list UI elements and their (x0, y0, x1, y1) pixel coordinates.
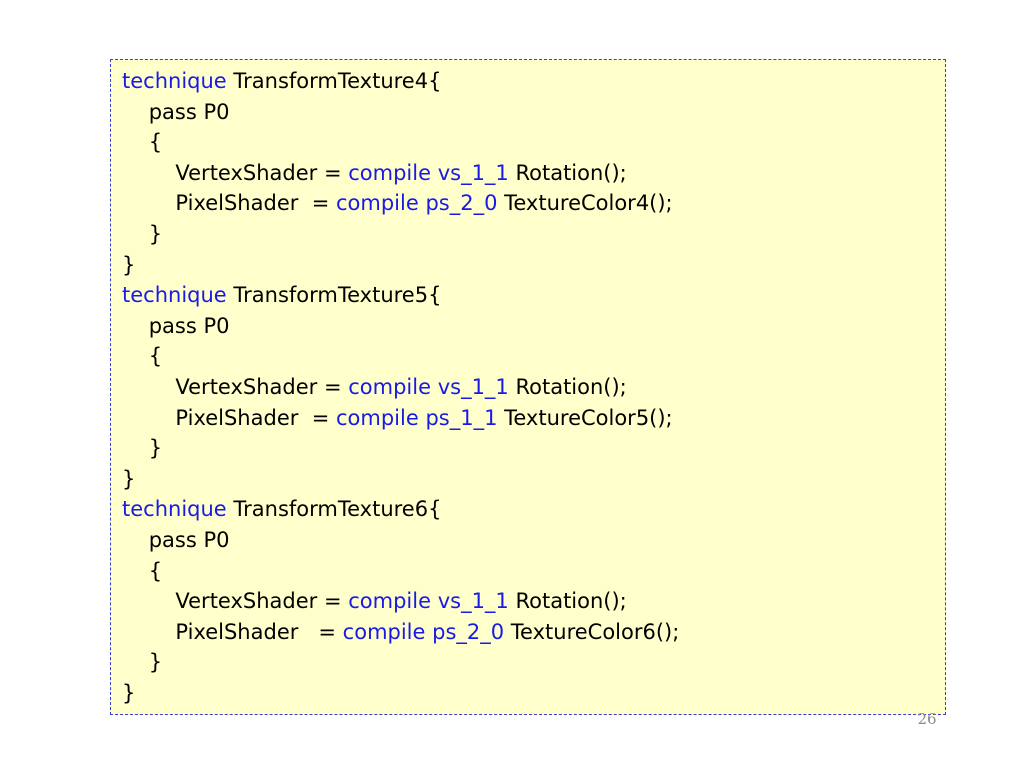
code-text: Rotation(); (508, 374, 627, 399)
code-text: PixelShader = (122, 191, 336, 216)
code-line: { (122, 341, 945, 372)
code-line: } (122, 219, 945, 250)
code-text: TransformTexture6{ (226, 497, 442, 522)
code-text: PixelShader = (122, 405, 336, 430)
code-text: } (122, 221, 163, 246)
code-line: } (122, 464, 945, 495)
code-line: technique TransformTexture4{ (122, 66, 945, 97)
code-text: pass P0 (122, 527, 230, 552)
code-line: PixelShader = compile ps_2_0 TextureColo… (122, 617, 945, 648)
code-line: technique TransformTexture6{ (122, 494, 945, 525)
code-text: } (122, 680, 136, 705)
code-text: TransformTexture4{ (226, 69, 442, 93)
code-text: pass P0 (122, 313, 230, 338)
code-line: } (122, 433, 945, 464)
code-line: pass P0 (122, 97, 945, 128)
code-text: pass P0 (122, 99, 230, 124)
code-text: TextureColor6(); (504, 619, 680, 644)
code-line: { (122, 127, 945, 158)
code-keyword: compile vs_1_1 (348, 589, 509, 614)
code-text: PixelShader = (122, 619, 343, 644)
code-text: } (122, 252, 136, 277)
code-text: Rotation(); (508, 160, 627, 185)
code-text: } (122, 650, 163, 675)
code-text: { (122, 558, 163, 583)
code-text: { (122, 130, 163, 155)
code-line: } (122, 678, 945, 709)
code-line: PixelShader = compile ps_1_1 TextureColo… (122, 403, 945, 434)
code-line: pass P0 (122, 311, 945, 342)
code-text: { (122, 344, 163, 369)
code-keyword: technique (122, 69, 227, 93)
code-line: { (122, 556, 945, 587)
code-line: } (122, 647, 945, 678)
code-text: TransformTexture5{ (226, 283, 442, 308)
code-line: VertexShader = compile vs_1_1 Rotation()… (122, 586, 945, 617)
code-text: TextureColor4(); (497, 191, 673, 216)
code-line: } (122, 250, 945, 281)
code-keyword: technique (122, 497, 227, 522)
code-text: TextureColor5(); (497, 405, 673, 430)
code-line: VertexShader = compile vs_1_1 Rotation()… (122, 158, 945, 189)
code-text: } (122, 466, 136, 491)
code-keyword: compile ps_1_1 (336, 405, 498, 430)
code-line: pass P0 (122, 525, 945, 556)
code-line: technique TransformTexture5{ (122, 280, 945, 311)
code-text: VertexShader = (122, 374, 349, 399)
page-number: 26 (917, 710, 937, 728)
code-line: VertexShader = compile vs_1_1 Rotation()… (122, 372, 945, 403)
code-keyword: compile ps_2_0 (342, 619, 505, 644)
code-keyword: technique (122, 283, 227, 308)
code-keyword: compile vs_1_1 (348, 160, 509, 185)
code-text: } (122, 436, 163, 461)
code-text: VertexShader = (122, 160, 349, 185)
code-keyword: compile vs_1_1 (348, 374, 509, 399)
code-block: technique TransformTexture4{ pass P0 { V… (110, 59, 946, 715)
code-text: Rotation(); (508, 589, 627, 614)
code-text: VertexShader = (122, 589, 349, 614)
code-line: PixelShader = compile ps_2_0 TextureColo… (122, 188, 945, 219)
code-keyword: compile ps_2_0 (336, 191, 498, 216)
